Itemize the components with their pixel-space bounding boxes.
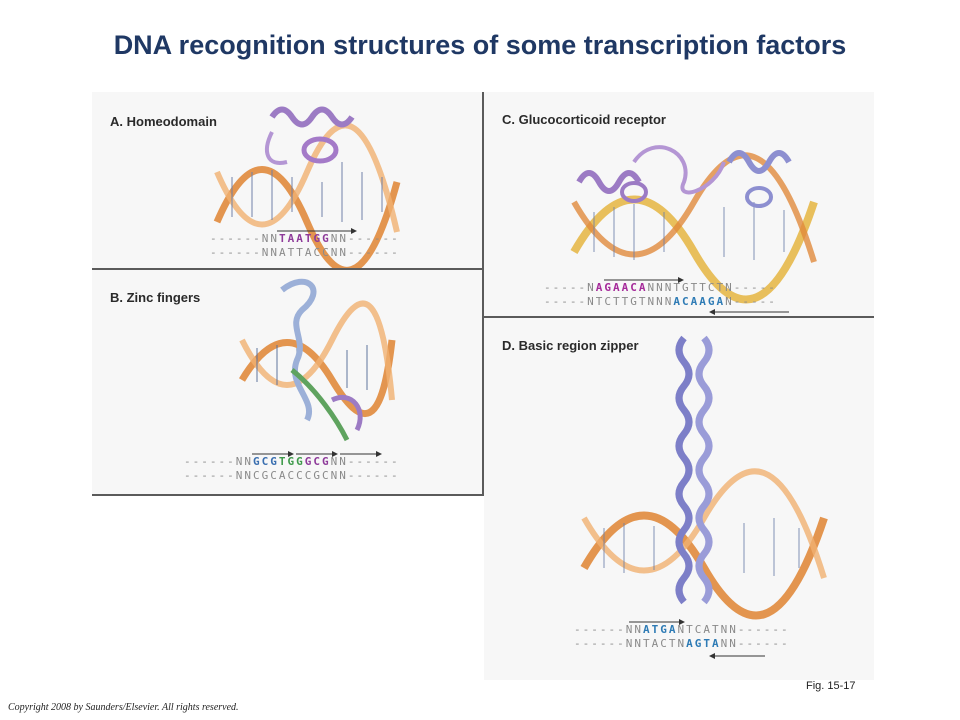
motif-arrow-forward [629, 619, 685, 625]
panel-basic-region-zipper: D. Basic region zipper ------NNATGANTCAT… [484, 318, 874, 680]
seq-flank: N----- [725, 295, 777, 308]
seq-flank: NN------ [330, 232, 400, 245]
panel-glucocorticoid-receptor: C. Glucocorticoid receptor -----NAGAACAN… [484, 92, 874, 316]
motif-arrow-reverse [709, 653, 765, 659]
seq-flank: -----NTCTTGTNNN [544, 295, 674, 308]
seq-flank: ------NN [210, 232, 279, 245]
seq-flank: NN------ [330, 455, 400, 468]
sequence-bottom: ------NNCGCACCCGCNN------ [184, 469, 400, 482]
panel-divider-horizontal [92, 494, 484, 496]
seq-flank: ------NNTACTN [574, 637, 687, 650]
seq-motif: ACAAGA [673, 295, 726, 308]
sequence-top: -----NAGAACANNNTGTTCTN----- [544, 282, 777, 294]
basic-zipper-structure [580, 335, 828, 620]
figure: A. Homeodomain ------NNTAATGGNN------ --… [92, 92, 874, 680]
sequence-bottom: ------NNTACTNAGTANN------ [574, 638, 790, 650]
motif-arrow [277, 228, 357, 234]
sequence-top: ------NNTAATGGNN------ [210, 233, 400, 245]
seq-motif: AGTA [686, 637, 721, 650]
sequence-bottom: -----NTCTTGTNNNACAAGAN----- [544, 296, 777, 308]
panel-divider-horizontal [484, 316, 874, 318]
panel-homeodomain: A. Homeodomain ------NNTAATGGNN------ --… [92, 92, 482, 268]
motif-arrow-reverse [709, 309, 789, 315]
sequence-top: ------NNATGANTCATNN------ [574, 624, 790, 636]
seq-motif: AGAACA [595, 281, 648, 294]
seq-motif: ATGA [642, 623, 678, 636]
page-title: DNA recognition structures of some trans… [113, 30, 847, 60]
figure-number: Fig. 15-17 [806, 680, 856, 692]
panel-label: A. Homeodomain [110, 114, 217, 129]
seq-flank: NN------ [720, 637, 790, 650]
panel-divider-vertical [482, 92, 484, 496]
motif-arrows [252, 451, 382, 457]
seq-motif: TAATGG [278, 232, 331, 245]
seq-flank: ------NN [184, 455, 253, 468]
zinc-finger-structure [238, 278, 396, 442]
glucocorticoid-structure [570, 145, 818, 304]
seq-flank: NNNTGTTCTN----- [647, 281, 777, 294]
panel-label: D. Basic region zipper [502, 338, 639, 353]
sequence-top: ------NNGCGTGGGCGNN------ [184, 456, 400, 468]
panel-divider-horizontal [92, 268, 482, 270]
seq-flank: ------NN [574, 623, 643, 636]
seq-motif: GCG [252, 455, 279, 468]
panel-label: C. Glucocorticoid receptor [502, 112, 666, 127]
seq-motif: GCG [304, 455, 331, 468]
copyright-notice: Copyright 2008 by Saunders/Elsevier. All… [8, 702, 239, 713]
panel-label: B. Zinc fingers [110, 290, 201, 305]
sequence-bottom: ------NNATTACCNN------ [210, 246, 400, 259]
panel-zinc-fingers: B. Zinc fingers ------NNGCGTGGGCGNN-----… [92, 270, 482, 494]
seq-flank: -----N [544, 281, 596, 294]
motif-arrow-forward [604, 277, 684, 283]
seq-flank: NTCATNN------ [677, 623, 790, 636]
seq-motif: TGG [278, 455, 305, 468]
homeodomain-structure [213, 106, 401, 268]
